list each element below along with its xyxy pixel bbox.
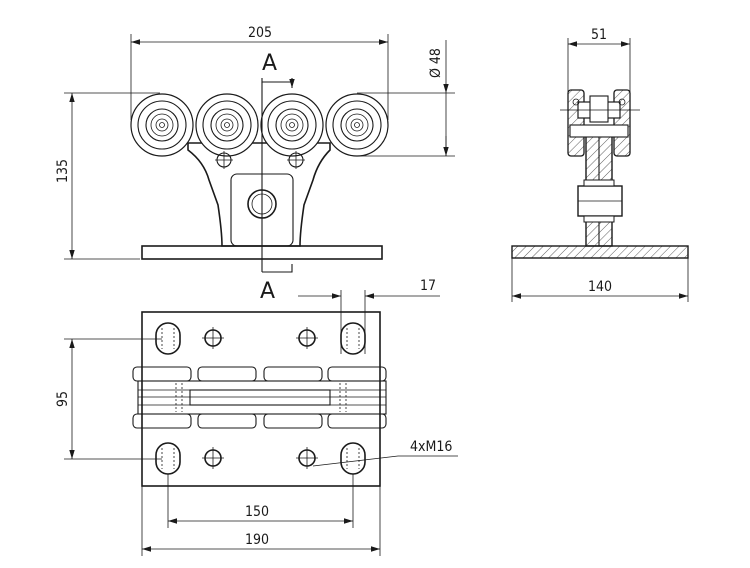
wheel-2 (195, 93, 259, 157)
plan-slotted-holes (155, 322, 366, 475)
svg-text:190: 190 (245, 532, 269, 548)
svg-text:205: 205 (248, 25, 272, 41)
svg-text:150: 150 (245, 504, 269, 520)
svg-text:4xM16: 4xM16 (410, 439, 452, 455)
side-lower-pin (577, 179, 623, 223)
side-view: 51 140 (511, 27, 689, 302)
svg-text:135: 135 (55, 159, 71, 183)
front-wheels (130, 93, 389, 157)
svg-text:17: 17 (420, 278, 436, 294)
front-small-holes (215, 151, 305, 169)
wheel-4 (325, 93, 389, 157)
dim-front-width: 205 (130, 25, 389, 120)
dim-front-height: 135 (55, 92, 160, 260)
section-label-bottom: A (260, 279, 275, 304)
wheel-1 (130, 93, 194, 157)
section-label-top: A (262, 51, 277, 76)
svg-text:140: 140 (588, 279, 612, 295)
plan-round-holes (202, 327, 318, 469)
svg-text:95: 95 (55, 391, 71, 407)
dim-side-top-width: 51 (567, 27, 631, 92)
dim-base-length: 190 (141, 486, 381, 556)
front-bracket-body (187, 142, 331, 247)
plan-wheels (132, 366, 387, 429)
section-line-a: A A (260, 51, 295, 304)
hole-callout: 4xM16 (312, 439, 458, 467)
front-view: A A 205 135 Ø 48 (55, 25, 455, 304)
plan-view: 17 95 4xM16 150 190 (55, 278, 458, 556)
dim-inner-spacing: 150 (167, 474, 354, 528)
side-wheel-assembly (560, 89, 640, 157)
svg-text:Ø 48: Ø 48 (428, 48, 444, 78)
dim-side-base-width: 140 (511, 258, 689, 302)
plan-base-plate (141, 311, 381, 487)
dim-wheel-diameter: Ø 48 (357, 40, 455, 157)
dim-vertical-spacing: 95 (55, 338, 162, 460)
wheel-3 (260, 93, 324, 157)
side-base-plate (511, 245, 689, 259)
svg-text:51: 51 (591, 27, 607, 43)
dim-slot-width: 17 (298, 278, 440, 354)
